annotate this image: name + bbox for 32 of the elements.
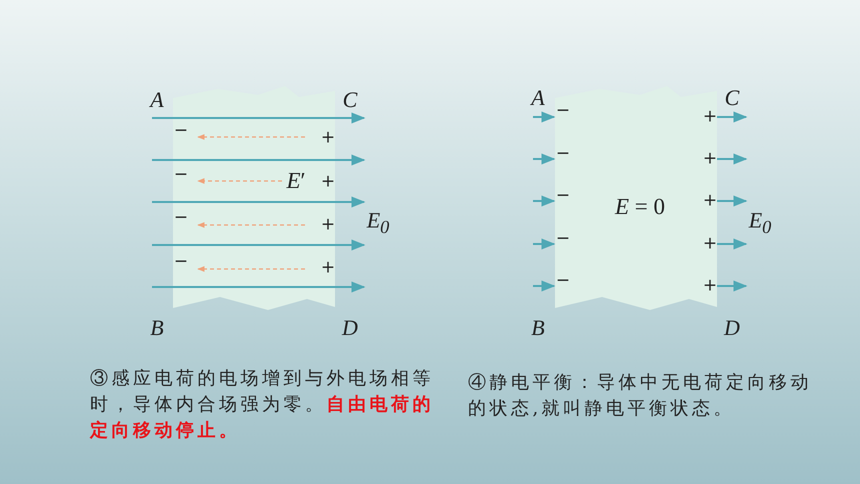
charge-sign: +: [702, 108, 718, 126]
charge-sign: −: [174, 122, 188, 140]
charge-sign: +: [320, 130, 336, 146]
description-text: ④静电平衡：导体中无电荷定向移动的状态,就叫静电平衡状态。: [468, 371, 813, 421]
point-label: B: [150, 317, 164, 339]
charge-sign: −: [174, 210, 188, 226]
charge-sign: +: [702, 150, 718, 168]
field-label: E′: [286, 168, 306, 194]
charge-sign: −: [174, 166, 188, 184]
point-label: A: [531, 87, 545, 109]
field-label: E = 0: [614, 194, 666, 220]
charge-sign: +: [320, 174, 336, 190]
charge-sign: −: [556, 272, 570, 290]
charge-sign: +: [320, 216, 336, 234]
charge-sign: +: [702, 236, 718, 252]
charge-sign: −: [556, 146, 570, 162]
point-label: D: [342, 317, 358, 339]
charge-sign: +: [702, 192, 718, 210]
charge-sign: −: [556, 102, 570, 120]
charge-sign: −: [556, 188, 570, 204]
charge-sign: +: [702, 278, 718, 294]
description-text: ③感应电荷的电场增到与外电场相等时，导体内合场强为零。自由电荷的定向移动停止。: [90, 367, 435, 443]
point-label: C: [342, 89, 358, 111]
charge-sign: −: [174, 254, 188, 270]
point-label: D: [724, 317, 740, 339]
point-label: B: [531, 317, 545, 339]
charge-sign: −: [556, 230, 570, 248]
point-label: A: [150, 89, 164, 111]
charge-sign: +: [320, 260, 336, 276]
point-label: C: [724, 87, 740, 109]
field-label: E$_{0}$: [748, 210, 772, 236]
field-label: E$_{0}$: [366, 210, 390, 236]
